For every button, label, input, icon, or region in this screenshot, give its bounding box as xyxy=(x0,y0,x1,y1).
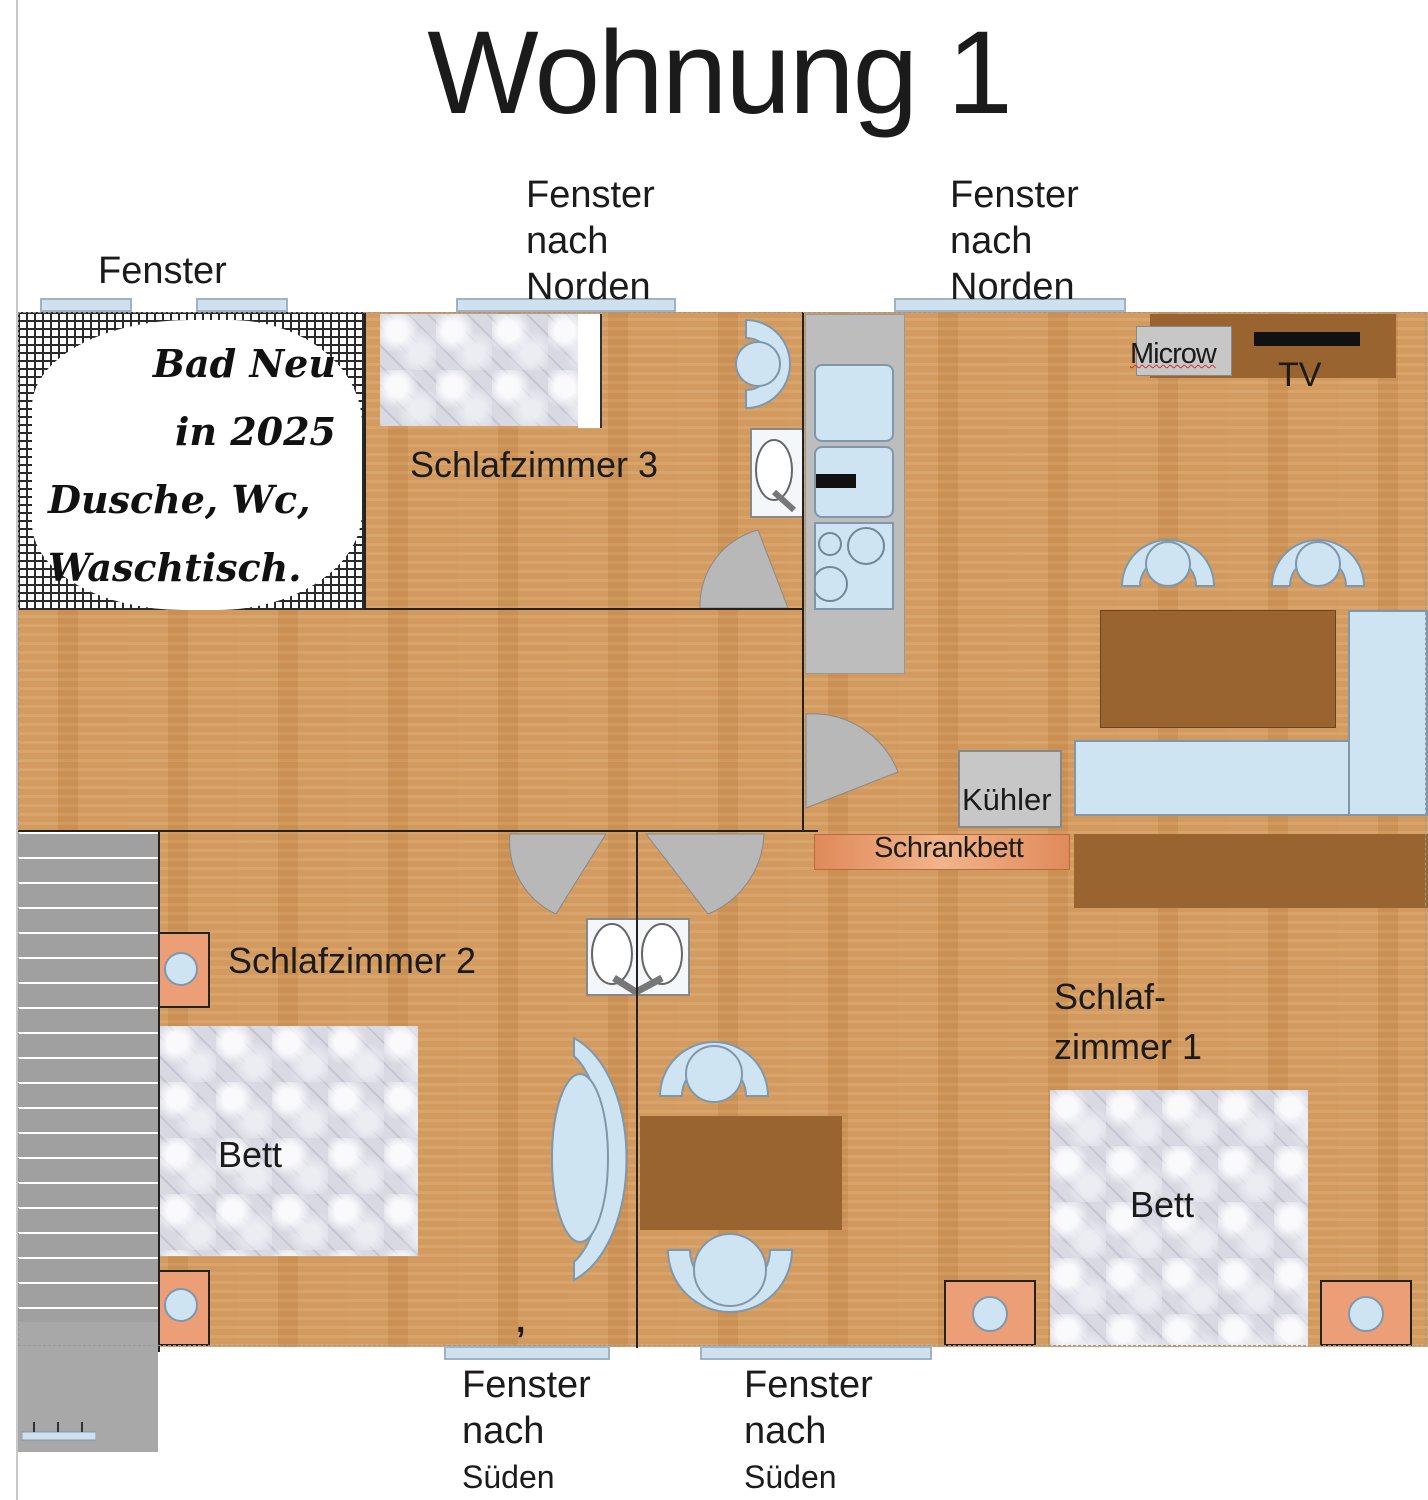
wall-stairwell xyxy=(158,832,160,1352)
bathroom-note-line-3: Dusche, Wc, xyxy=(48,477,311,522)
wall-hallway-living xyxy=(802,672,804,832)
label-comma: , xyxy=(516,1302,526,1340)
label-fenster-nord-1: Fenster nach Norden xyxy=(526,172,655,310)
microwave xyxy=(1136,326,1232,376)
wardrobe-door-icon xyxy=(755,439,797,513)
label-tv: TV xyxy=(1278,356,1322,394)
window-sued-2 xyxy=(700,1346,932,1360)
bathroom-note-line-4: Waschtisch. xyxy=(48,545,302,590)
label-bett-1: Bett xyxy=(1130,1184,1195,1225)
tv-icon xyxy=(1254,332,1360,346)
door-schlafzimmer-2 xyxy=(509,833,607,915)
chair-sz1-top xyxy=(658,1041,770,1103)
window-nord-1 xyxy=(456,298,676,312)
label-fenster-nord-1-line-3: Norden xyxy=(526,266,651,308)
label-fenster-sued-1-line-1: Fenster xyxy=(462,1364,591,1406)
chair-sz1-bottom xyxy=(666,1233,794,1313)
page-margin-line xyxy=(16,0,18,1500)
bathroom-note-line-1: Bad Neu xyxy=(152,341,336,386)
chair-living-1 xyxy=(1120,539,1216,587)
bed-schlafzimmer-2 xyxy=(160,1026,418,1256)
chair-schlafzimmer-3 xyxy=(735,318,791,410)
label-fenster-nord-2-line-2: nach xyxy=(950,220,1033,262)
dining-table xyxy=(1100,610,1336,728)
window-sued-1 xyxy=(444,1346,610,1360)
door-schlafzimmer-1 xyxy=(644,833,765,915)
label-fenster-nord-2: Fenster nach Norden xyxy=(950,172,1079,310)
label-schlafzimmer-3: Schlafzimmer 3 xyxy=(410,444,659,485)
page-title: Wohnung 1 xyxy=(427,7,1012,139)
floor-plan: Bad Neu in 2025 Dusche, Wc, Waschtisch. … xyxy=(18,312,1428,1452)
label-kuehler: Kühler xyxy=(962,782,1052,817)
wall-sz3-bottom xyxy=(364,608,804,610)
window-nord-2 xyxy=(894,298,1126,312)
wall-bathroom-right xyxy=(364,312,366,610)
schrankbett xyxy=(814,834,1070,870)
sofa-side xyxy=(1348,610,1428,816)
bed-schlafzimmer-1 xyxy=(1050,1090,1308,1346)
label-schlafzimmer-1-line-1: Schlaf- xyxy=(1054,976,1167,1017)
label-fenster-nord-2-line-1: Fenster xyxy=(950,174,1079,216)
window-bad-1 xyxy=(40,298,132,312)
wardrobe-pair-icon xyxy=(591,923,683,994)
label-fenster-sued-2-line-2: nach xyxy=(744,1410,827,1452)
door-living-room xyxy=(805,713,899,809)
fridge xyxy=(958,750,1062,828)
label-schlafzimmer-1: Schlaf- zimmer 1 xyxy=(1054,972,1202,1072)
stair-window-icon xyxy=(22,1422,96,1441)
label-fenster-sued-2-line-3: Süden xyxy=(744,1459,837,1495)
faucet-icon xyxy=(816,474,856,488)
window-bad-2 xyxy=(196,298,288,312)
label-schrankbett: Schrankbett xyxy=(874,832,1024,864)
bathroom-note: Bad Neu in 2025 Dusche, Wc, Waschtisch. xyxy=(48,330,348,602)
label-fenster-sued-1-line-3: Süden xyxy=(462,1459,555,1495)
lamp-sz1-right xyxy=(1348,1296,1384,1332)
wall-sz2-sz1 xyxy=(636,830,638,1348)
bed-schlafzimmer-3 xyxy=(380,314,580,426)
wall-hallway-bottom xyxy=(18,830,818,832)
label-fenster-sued-1-line-2: nach xyxy=(462,1410,545,1452)
label-schlafzimmer-2: Schlafzimmer 2 xyxy=(228,940,477,981)
lamp-sz1-left xyxy=(972,1296,1008,1332)
bathroom-note-bubble xyxy=(32,320,362,610)
chair-living-2 xyxy=(1270,539,1366,587)
label-fenster-nord-1-line-2: nach xyxy=(526,220,609,262)
wall-sz3-right xyxy=(802,312,804,832)
label-microw: Microw xyxy=(1130,338,1217,370)
door-schlafzimmer-3 xyxy=(699,529,789,609)
desk-schlafzimmer-1 xyxy=(640,1116,842,1230)
wardrobe-schlafzimmer-1 xyxy=(1074,834,1428,908)
mirror-schlafzimmer-2 xyxy=(551,1036,628,1282)
lamp-sz2-bottom xyxy=(164,1288,198,1322)
label-fenster-sued-1: Fenster nach Süden xyxy=(462,1362,591,1500)
stove-burners xyxy=(814,527,885,602)
sofa-seat xyxy=(1074,740,1350,816)
label-bett-2: Bett xyxy=(218,1134,283,1175)
bathroom-note-line-2: in 2025 xyxy=(174,409,336,454)
label-fenster-sued-2: Fenster nach Süden xyxy=(744,1362,873,1500)
bed-frame-schlafzimmer-3 xyxy=(578,314,602,428)
label-fenster-sued-2-line-1: Fenster xyxy=(744,1364,873,1406)
label-fenster-bad: Fenster xyxy=(98,250,227,292)
label-fenster-nord-2-line-3: Norden xyxy=(950,266,1075,308)
stairwell-landing xyxy=(18,1322,158,1452)
label-fenster-nord-1-line-1: Fenster xyxy=(526,174,655,216)
kitchen-sink-1 xyxy=(814,364,894,442)
lamp-sz2-top xyxy=(164,952,198,986)
label-schlafzimmer-1-line-2: zimmer 1 xyxy=(1054,1026,1203,1067)
